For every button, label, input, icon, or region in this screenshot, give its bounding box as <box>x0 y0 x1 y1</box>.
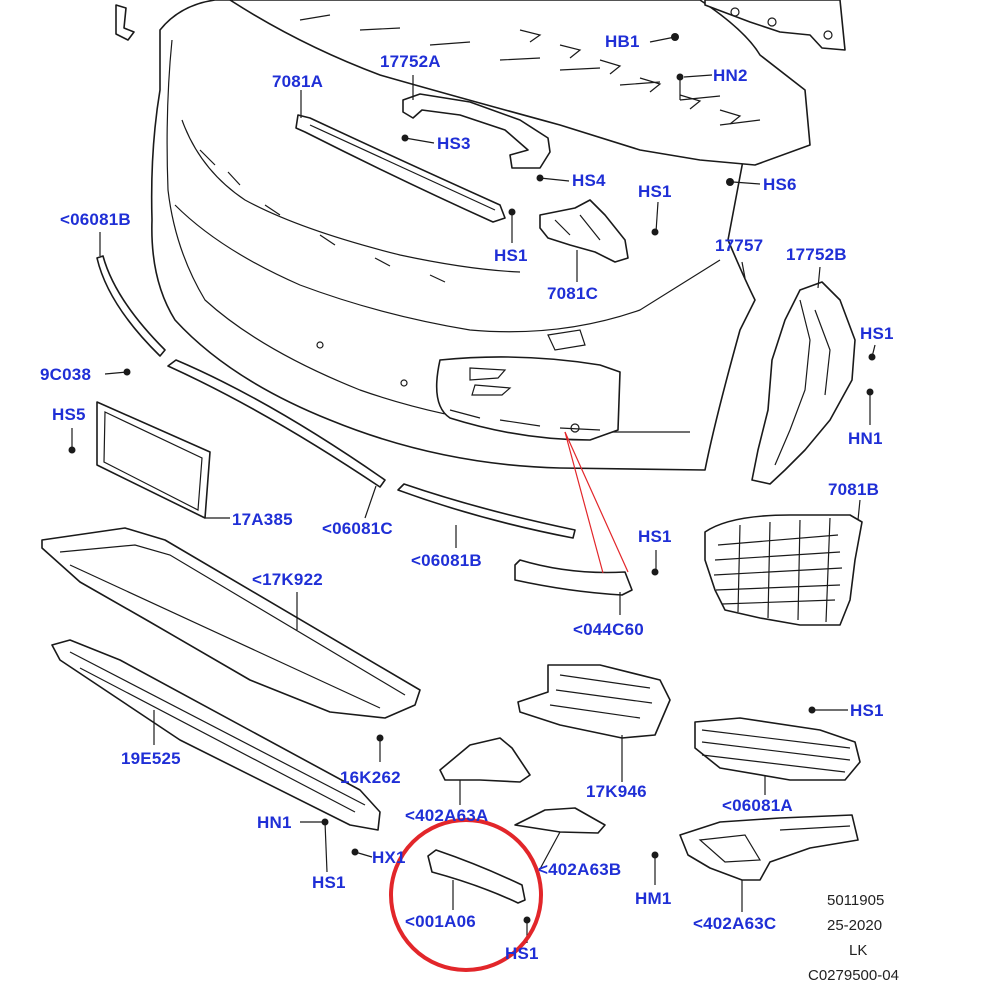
number-plate-bracket-17a385 <box>96 401 211 519</box>
label-part-17752a: 17752A <box>380 52 441 71</box>
label-part-06081a: <06081A <box>722 796 793 815</box>
label-hs1-bottom: HS1 <box>505 944 539 963</box>
callout-line-1 <box>564 431 604 574</box>
label-part-7081a: 7081A <box>272 72 324 91</box>
label-part-17k946: 17K946 <box>586 782 647 801</box>
bracket-001a06 <box>427 849 526 904</box>
label-part-044c60: <044C60 <box>573 620 644 639</box>
label-hs1-top: HS1 <box>638 182 672 201</box>
label-hb1: HB1 <box>605 32 640 51</box>
top-left-clip-part <box>115 4 135 41</box>
side-bracket-17752b <box>751 281 856 485</box>
label-part-7081b: 7081B <box>828 480 880 499</box>
label-part-17k922: <17K922 <box>252 570 323 589</box>
highlight-circle <box>389 818 543 972</box>
label-part-001a06: <001A06 <box>405 912 476 931</box>
label-hn2: HN2 <box>713 66 748 85</box>
label-hm1: HM1 <box>635 889 672 908</box>
label-hs1-right: HS1 <box>860 324 894 343</box>
label-part-16k262: 16K262 <box>340 768 401 787</box>
label-part-06081c: <06081C <box>322 519 393 538</box>
label-hs6: HS6 <box>763 175 797 194</box>
label-hs1-7081a: HS1 <box>494 246 528 265</box>
trim-blade-044c60 <box>514 559 633 596</box>
undertray-17k922 <box>41 527 421 719</box>
doc-ref-code: LK <box>849 942 868 959</box>
label-part-17a385: 17A385 <box>232 510 293 529</box>
trim-strip-06081c <box>167 359 386 488</box>
duct-402a63c <box>679 814 859 881</box>
label-hs1-grille: HS1 <box>850 701 884 720</box>
grille-insert-17k946 <box>517 664 671 739</box>
trim-strip-06081b-upper <box>96 255 166 357</box>
leader-lines <box>71 36 876 943</box>
label-hs1-left: HS1 <box>312 873 346 892</box>
grille-06081a <box>694 717 861 781</box>
label-hs4: HS4 <box>572 171 606 190</box>
label-hn1-left: HN1 <box>257 813 292 832</box>
callout-line-2 <box>564 431 629 573</box>
label-part-06081b-mid: <06081B <box>411 551 482 570</box>
label-part-17757: 17757 <box>715 236 764 255</box>
label-part-17752b: 17752B <box>786 245 847 264</box>
side-grille-7081b <box>704 514 863 626</box>
bracket-7081c <box>539 199 629 263</box>
label-hs5: HS5 <box>52 405 86 424</box>
label-part-19e525: 19E525 <box>121 749 181 768</box>
label-part-402a63c: <402A63C <box>693 914 777 933</box>
label-hs1-044c60: HS1 <box>638 527 672 546</box>
doc-ref-number: 5011905 <box>827 892 885 909</box>
doc-ref-date: 25-2020 <box>827 917 883 934</box>
upper-grille-strip-7081a <box>295 114 506 223</box>
trim-strip-06081b-lower <box>397 483 576 539</box>
label-hn1-right: HN1 <box>848 429 883 448</box>
label-part-402a63a: <402A63A <box>405 806 489 825</box>
doc-ref-illustration-id: C0279500-04 <box>808 967 899 984</box>
detail-callout-lines <box>564 431 629 574</box>
label-part-7081c: 7081C <box>547 284 599 303</box>
label-part-06081b-top: <06081B <box>60 210 131 229</box>
upper-undertray-panel <box>229 0 811 166</box>
label-hs3: HS3 <box>437 134 471 153</box>
label-hx1: HX1 <box>372 848 406 867</box>
corner-cover-402a63b <box>514 807 606 834</box>
bracket-17752a <box>402 93 551 169</box>
lower-skid-plate-19e525 <box>51 639 381 831</box>
label-part-9c038: 9C038 <box>40 365 92 384</box>
label-part-402a63b: <402A63B <box>538 860 622 879</box>
corner-cover-402a63a <box>439 737 531 783</box>
